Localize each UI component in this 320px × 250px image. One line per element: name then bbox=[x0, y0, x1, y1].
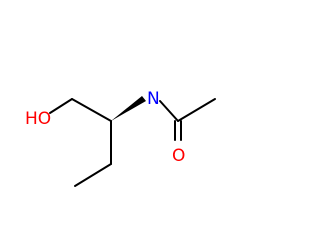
bond-ethyl-ch2-ch3 bbox=[74, 163, 112, 187]
bond-n-carbonyl-c bbox=[159, 100, 179, 122]
bond-ch2-ch bbox=[71, 98, 112, 122]
carbonyl-oxygen-label: O bbox=[172, 146, 185, 166]
bond-o-ch2 bbox=[49, 98, 73, 114]
chemical-structure: HO N O bbox=[25, 89, 216, 187]
nitrogen-label: N bbox=[147, 89, 160, 109]
bond-carbonyl-ch3 bbox=[177, 98, 216, 122]
hydroxyl-label: HO bbox=[25, 109, 51, 129]
wedge-bond-ch-n bbox=[111, 96, 146, 121]
